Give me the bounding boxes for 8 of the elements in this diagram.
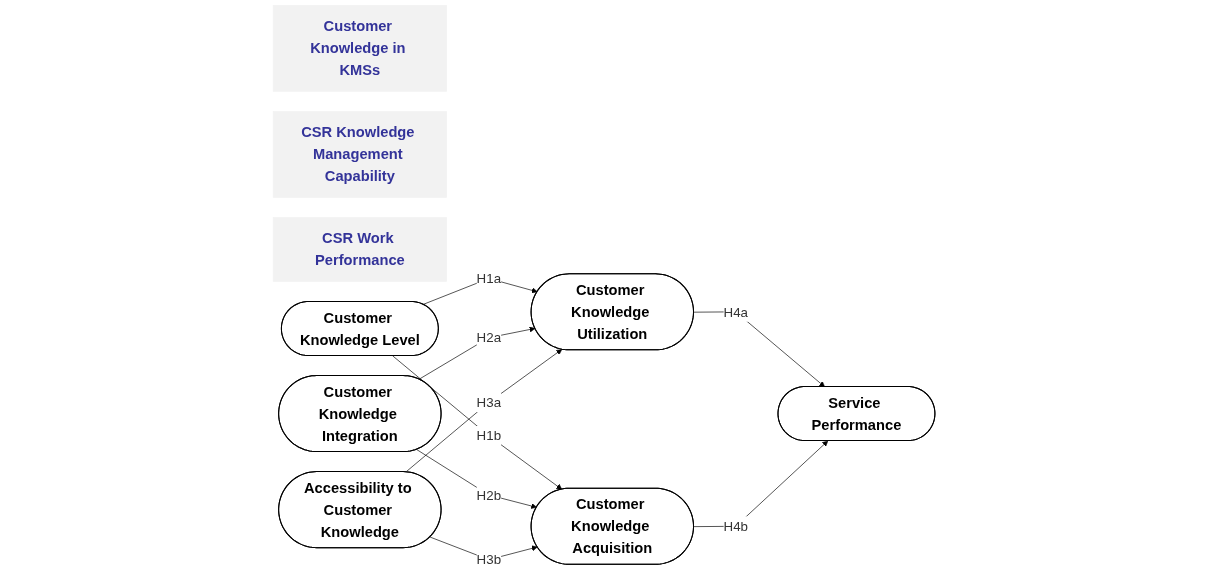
edge-label: H2b xyxy=(476,487,502,503)
edge-label: H3b xyxy=(476,552,502,567)
edge-label: H1b xyxy=(476,428,502,444)
edge-label: H1a xyxy=(476,271,502,286)
edge-label: H4b xyxy=(723,518,748,534)
edge-label: H3a xyxy=(476,395,502,410)
edge-label: H2a xyxy=(476,330,502,346)
edge-label: H4a xyxy=(723,304,748,320)
